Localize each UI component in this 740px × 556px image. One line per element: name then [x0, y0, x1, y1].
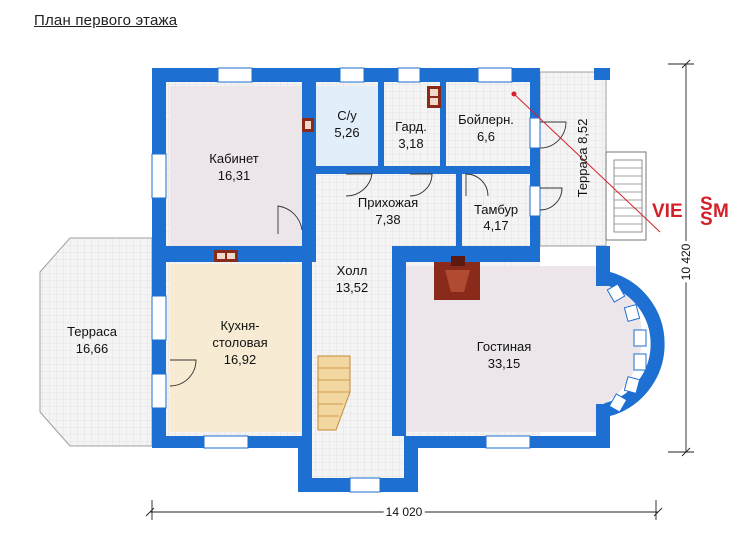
hall-bay-floor — [312, 436, 404, 478]
door-swings — [169, 121, 567, 387]
logo-text-b: M — [713, 201, 729, 222]
annotation-dot — [511, 91, 517, 97]
vestibule-label: Тамбур — [474, 202, 518, 217]
hall-area: 13,52 — [336, 280, 369, 295]
living-room — [402, 266, 642, 432]
kitchen-label-line1: Кухня- — [220, 318, 259, 333]
wc-label: С/у — [337, 108, 357, 123]
vent-blocks — [214, 86, 441, 262]
hallway-area: 7,38 — [375, 212, 400, 227]
terrace-left-label: Терраса — [67, 324, 118, 339]
wardrobe-label: Гард. — [395, 119, 427, 134]
interior-stairs — [317, 355, 351, 431]
living-bay-wall — [604, 271, 665, 417]
living-label: Гостиная — [477, 339, 532, 354]
office-room — [170, 86, 302, 246]
entrance-steps — [605, 151, 647, 241]
kitchen-label-line2: столовая — [212, 335, 267, 350]
living-area: 33,15 — [488, 356, 521, 371]
terrace-left-area: 16,66 — [76, 341, 109, 356]
terrace-right-floor — [539, 71, 607, 247]
logo-text-s2: S — [700, 209, 713, 230]
fireplace — [434, 256, 480, 300]
terrace-right-label: Терраса 8,52 — [575, 119, 590, 198]
wc-area: 5,26 — [334, 125, 359, 140]
room-labels: Кабинет 16,31 С/у 5,26 Гард. 3,18 Бойлер… — [67, 108, 590, 371]
kitchen-room — [170, 264, 306, 432]
annotation-line — [513, 93, 661, 233]
wardrobe-area: 3,18 — [398, 136, 423, 151]
viessm-logo: VIE S S M — [652, 194, 729, 230]
hall-label: Холл — [337, 263, 368, 278]
office-label: Кабинет — [209, 151, 258, 166]
width-dimension-label: 14 020 — [386, 505, 423, 519]
kitchen-area: 16,92 — [224, 352, 257, 367]
boiler-label: Бойлерн. — [458, 112, 514, 127]
depth-dimension-label: 10 420 — [679, 243, 693, 280]
logo-text-a: VIE — [652, 201, 683, 222]
depth-dimension — [668, 59, 694, 457]
windows — [151, 67, 541, 493]
page-title: План первого этажа — [34, 12, 178, 29]
vestibule-area: 4,17 — [483, 218, 508, 233]
logo-text-s: S — [700, 194, 713, 215]
width-dimension — [145, 500, 663, 520]
hallway-label: Прихожая — [358, 195, 418, 210]
wc-room — [316, 86, 378, 166]
bay-window-panes — [606, 283, 647, 413]
office-area: 16,31 — [218, 168, 251, 183]
boiler-area: 6,6 — [477, 129, 495, 144]
